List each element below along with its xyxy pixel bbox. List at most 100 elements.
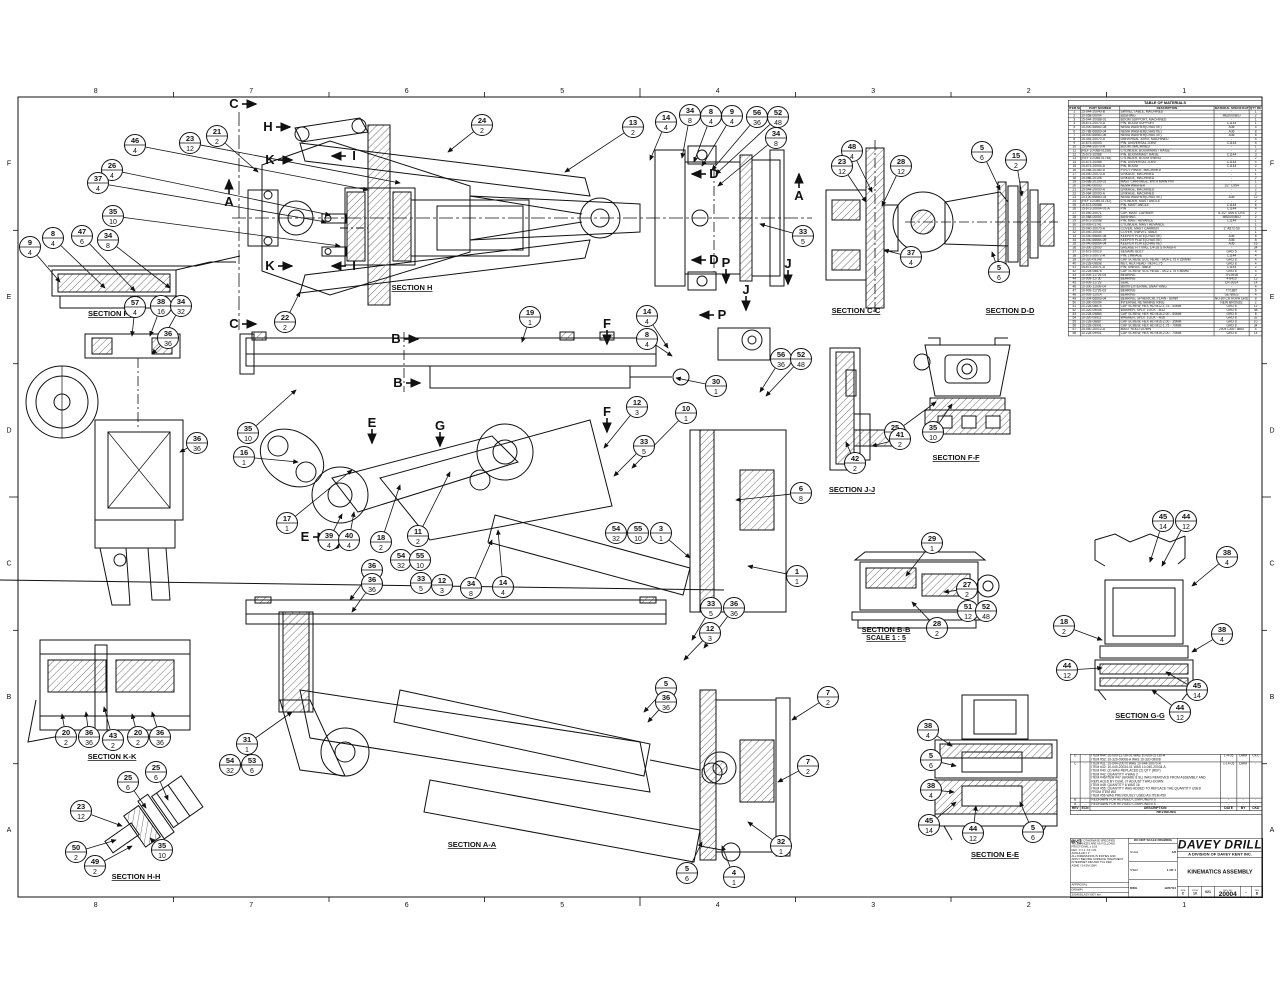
svg-text:5: 5 [709, 611, 713, 618]
view-letter-c: C [229, 96, 239, 111]
drawn-row: DRAWN [1070, 888, 1129, 893]
svg-text:44: 44 [1182, 512, 1191, 521]
zone-column-label: 6 [405, 902, 409, 909]
svg-text:10: 10 [416, 563, 424, 570]
view-letter-g: G [435, 418, 445, 433]
svg-text:4: 4 [1220, 637, 1224, 644]
svg-text:4: 4 [645, 342, 649, 349]
view-letter-b: B [391, 331, 400, 346]
file-ref-row: 20045DLASY.KEY km [1071, 893, 1129, 898]
svg-text:36: 36 [85, 740, 93, 747]
balloon-item-18: 182 [370, 531, 392, 553]
rev-value: D [1255, 892, 1259, 896]
svg-text:1: 1 [285, 526, 289, 533]
svg-text:2: 2 [480, 128, 484, 135]
svg-text:36: 36 [730, 611, 738, 618]
svg-text:24: 24 [478, 116, 487, 125]
svg-text:13: 13 [629, 118, 637, 127]
svg-text:53: 53 [248, 756, 256, 765]
section-ff-view [913, 337, 1011, 435]
zone-column-label: 7 [249, 902, 253, 909]
balloon-item-34: 348 [765, 127, 787, 149]
svg-text:2: 2 [215, 139, 219, 146]
svg-text:23: 23 [838, 157, 846, 166]
svg-text:2: 2 [136, 740, 140, 747]
svg-text:49: 49 [91, 857, 99, 866]
svg-text:4: 4 [732, 868, 737, 877]
svg-text:43: 43 [109, 731, 117, 740]
zone-column-label: 4 [716, 88, 720, 95]
balloon-item-3: 31 [650, 522, 672, 544]
balloon-item-5: 56 [988, 261, 1010, 283]
svg-text:2: 2 [416, 539, 420, 546]
svg-text:44: 44 [1176, 703, 1185, 712]
svg-text:1: 1 [795, 567, 799, 576]
svg-text:4: 4 [28, 250, 32, 257]
sheet-value: 1 OF 1 [1166, 868, 1176, 872]
svg-text:36: 36 [730, 599, 738, 608]
section-label: SECTION A-A [448, 840, 497, 849]
balloon-item-50: 502 [65, 841, 87, 863]
svg-text:26: 26 [108, 161, 116, 170]
balloon-item-25: 256 [117, 771, 139, 793]
svg-text:4: 4 [327, 543, 331, 550]
section-label: SECTION C-C [832, 306, 881, 315]
svg-text:48: 48 [797, 362, 805, 369]
svg-text:32: 32 [226, 768, 234, 775]
drawing-number: 20004 [1218, 890, 1237, 898]
zone-column-label: 3 [871, 88, 875, 95]
zone-column-label: 2 [1027, 88, 1031, 95]
view-letter-a: A [794, 188, 804, 203]
svg-text:4: 4 [850, 154, 854, 161]
svg-text:20: 20 [62, 728, 70, 737]
left-front-view [25, 333, 184, 606]
view-letter-f: F [603, 316, 611, 331]
balloon-item-39: 394 [318, 529, 340, 551]
balloon-item-20: 202 [127, 726, 149, 748]
balloon-item-5: 56 [920, 749, 942, 771]
svg-text:4: 4 [926, 733, 930, 740]
view-letter-f: F [603, 404, 611, 419]
balloon-item-4: 41 [723, 866, 745, 888]
title-block-identity: DAVEY DRILL A DIVISION OF DAVEY KENT INC… [1177, 838, 1263, 898]
drawing-title: KINEMATICS ASSEMBLY [1187, 868, 1253, 875]
svg-text:23: 23 [77, 802, 85, 811]
svg-text:32: 32 [612, 536, 620, 543]
zone-column-label: 1 [1182, 902, 1186, 909]
view-letter-k: K [265, 152, 275, 167]
svg-text:12: 12 [969, 836, 977, 843]
revision-row: D-ITEM #44: 10-009-11730-01 WAS 10-009-1… [1070, 753, 1263, 763]
svg-text:33: 33 [417, 574, 425, 583]
balloon-item-8: 84 [42, 227, 64, 249]
svg-text:8: 8 [106, 243, 110, 250]
svg-text:4: 4 [110, 173, 114, 180]
balloon-item-1: 11 [786, 565, 808, 587]
svg-text:14: 14 [643, 307, 652, 316]
svg-text:1: 1 [795, 579, 799, 586]
svg-text:31: 31 [243, 735, 251, 744]
section-label: SECTION J-J [829, 485, 875, 494]
svg-text:8: 8 [688, 118, 692, 125]
balloon-item-7: 72 [797, 755, 819, 777]
balloon-item-12: 123 [431, 574, 453, 596]
